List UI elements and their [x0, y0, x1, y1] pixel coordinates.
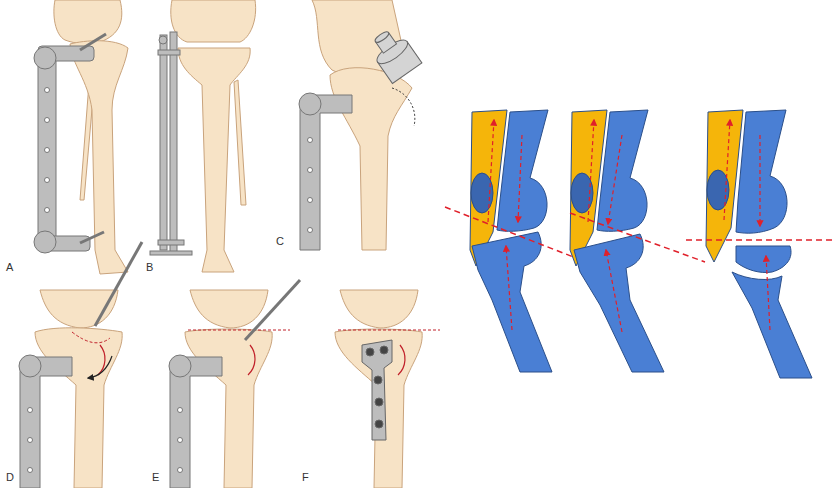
- panel-letter: C: [276, 236, 284, 247]
- schematic-knee-2: [570, 110, 705, 372]
- schematic-knee-3: [686, 110, 835, 378]
- panel-letter: A: [6, 262, 13, 273]
- panel-c-figure: [299, 0, 422, 250]
- panel-letter: B: [146, 262, 153, 273]
- panel-letter: D: [6, 472, 14, 483]
- panel-a-figure: [34, 0, 128, 274]
- panel-f-figure: [335, 290, 440, 488]
- panel-letter: F: [302, 472, 309, 483]
- panel-letter: E: [152, 472, 159, 483]
- schematic-knee-1: [445, 110, 576, 372]
- panel-e-figure: [169, 280, 300, 488]
- panel-b-figure: [150, 0, 256, 272]
- panel-d-figure: [19, 242, 142, 488]
